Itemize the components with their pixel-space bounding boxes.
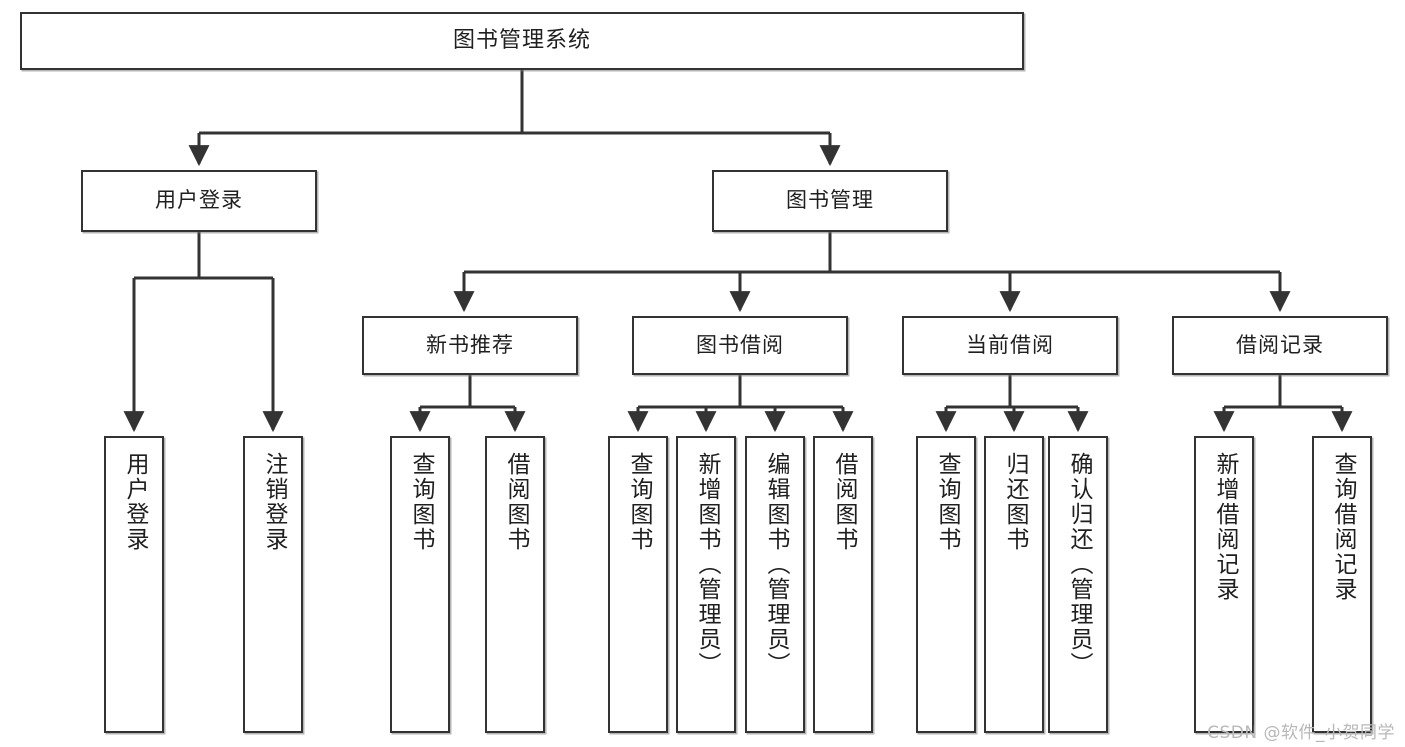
node-current-borrow-label: 当前借阅: [966, 332, 1054, 357]
node-book-borrow[interactable]: 图书借阅: [632, 316, 848, 375]
node-leaf-user-login-label: 用户登录: [121, 452, 148, 552]
node-leaf-borrow-book-1-label: 借阅图书: [502, 452, 529, 552]
node-root-label: 图书管理系统: [452, 27, 591, 53]
node-book-manage-label: 图书管理: [786, 188, 874, 213]
node-borrow-record[interactable]: 借阅记录: [1172, 316, 1388, 375]
node-leaf-add-book-label: 新增图书（管理员）: [693, 452, 720, 677]
node-leaf-user-logout[interactable]: 注销登录: [243, 436, 303, 733]
node-leaf-user-logout-label: 注销登录: [260, 452, 287, 552]
node-book-borrow-label: 图书借阅: [696, 332, 784, 357]
node-leaf-edit-book-label: 编辑图书（管理员）: [762, 452, 789, 677]
node-leaf-query-book-3[interactable]: 查询图书: [916, 436, 976, 733]
node-leaf-user-login[interactable]: 用户登录: [104, 436, 164, 733]
node-leaf-borrow-book-1[interactable]: 借阅图书: [485, 436, 545, 733]
node-root[interactable]: 图书管理系统: [20, 12, 1024, 70]
node-new-book-rec[interactable]: 新书推荐: [362, 316, 578, 375]
node-user-login[interactable]: 用户登录: [81, 170, 317, 232]
node-leaf-query-book-2[interactable]: 查询图书: [608, 436, 668, 733]
node-leaf-borrow-book-2[interactable]: 借阅图书: [813, 436, 873, 733]
node-new-book-rec-label: 新书推荐: [426, 332, 514, 357]
node-leaf-add-record[interactable]: 新增借阅记录: [1194, 436, 1254, 733]
node-borrow-record-label: 借阅记录: [1236, 332, 1324, 357]
node-leaf-query-book-3-label: 查询图书: [933, 452, 960, 552]
node-leaf-query-book-2-label: 查询图书: [625, 452, 652, 552]
node-leaf-return-book-label: 归还图书: [1001, 452, 1028, 552]
node-leaf-edit-book[interactable]: 编辑图书（管理员）: [745, 436, 805, 733]
node-book-manage[interactable]: 图书管理: [712, 170, 948, 232]
node-leaf-query-record[interactable]: 查询借阅记录: [1312, 436, 1372, 733]
node-leaf-query-book-1-label: 查询图书: [407, 452, 434, 552]
node-leaf-add-record-label: 新增借阅记录: [1211, 452, 1238, 602]
node-leaf-query-record-label: 查询借阅记录: [1329, 452, 1356, 602]
node-leaf-add-book[interactable]: 新增图书（管理员）: [676, 436, 736, 733]
node-leaf-borrow-book-2-label: 借阅图书: [830, 452, 857, 552]
node-leaf-confirm-return-label: 确认归还（管理员）: [1065, 452, 1092, 677]
watermark: CSDN @软件_小贺同学: [1207, 723, 1395, 743]
node-leaf-query-book-1[interactable]: 查询图书: [390, 436, 450, 733]
node-current-borrow[interactable]: 当前借阅: [902, 316, 1118, 375]
node-user-login-label: 用户登录: [155, 188, 243, 213]
node-leaf-return-book[interactable]: 归还图书: [984, 436, 1044, 733]
node-leaf-confirm-return[interactable]: 确认归还（管理员）: [1048, 436, 1108, 733]
